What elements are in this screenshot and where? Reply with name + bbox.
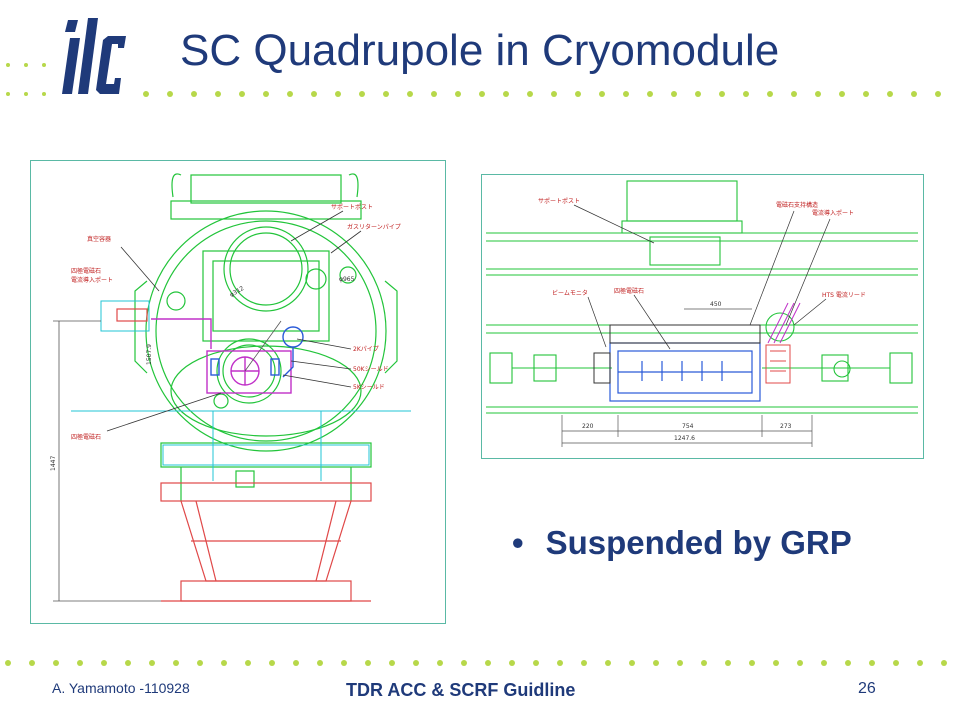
dim-1507: 1507.9: [146, 344, 153, 365]
dim-450: 450: [710, 301, 722, 308]
quadrupole-side-view-drawing: サポートポスト 電磁石支持構造 電流導入ポート ビームモニタ 四極電磁石 HTS…: [481, 174, 924, 459]
label-gas-return-pipe: ガスリターンパイプ: [347, 223, 401, 231]
bullet-marker: •: [512, 524, 524, 561]
bullet-item: • Suspended by GRP: [512, 524, 852, 562]
dim-220: 220: [582, 423, 594, 430]
label-current-port: 電流導入ポート: [812, 209, 854, 217]
label-quad-magnet: 四極電磁石: [71, 433, 101, 441]
dim-965: φ965: [339, 276, 355, 283]
page-number: 26: [858, 680, 876, 697]
label-support-post: サポートポスト: [331, 203, 373, 211]
bottom-dotted-divider: [5, 660, 947, 666]
top-dotted-divider: [6, 91, 941, 97]
cryomodule-cross-section-drawing: サポートポスト ガスリターンパイプ 真空容器 四極電磁石 電流導入ポート 2Kパ…: [30, 160, 446, 624]
label-50k-shield: 50Kシールド: [353, 366, 389, 373]
slide-title: SC Quadrupole in Cryomodule: [180, 26, 780, 75]
top-left-dotted-accent: [6, 63, 46, 67]
label-magnet-support: 電磁石支持構造: [776, 201, 818, 209]
footer-title: TDR ACC & SCRF Guidline: [346, 680, 576, 700]
dim-273: 273: [780, 423, 792, 430]
dim-1447: 1447: [50, 456, 57, 471]
dim-754: 754: [682, 423, 694, 430]
label-magnet-port-2: 電流導入ポート: [71, 276, 113, 284]
label-5k-shield: 5Kシールド: [353, 384, 385, 391]
label-2k-pipe: 2Kパイプ: [353, 346, 379, 353]
ilc-logo: [60, 14, 140, 100]
bullet-text: Suspended by GRP: [545, 524, 852, 561]
label-support-post: サポートポスト: [538, 197, 580, 205]
footer-author: A. Yamamoto -110928: [52, 680, 190, 696]
label-quad-magnet: 四極電磁石: [614, 287, 644, 295]
label-vacuum-vessel: 真空容器: [87, 235, 111, 243]
label-hts-lead: HTS 電流リード: [822, 291, 866, 299]
label-magnet-port-1: 四極電磁石: [71, 267, 101, 275]
dim-total: 1247.6: [674, 435, 695, 442]
label-beam-monitor: ビームモニタ: [552, 289, 588, 297]
